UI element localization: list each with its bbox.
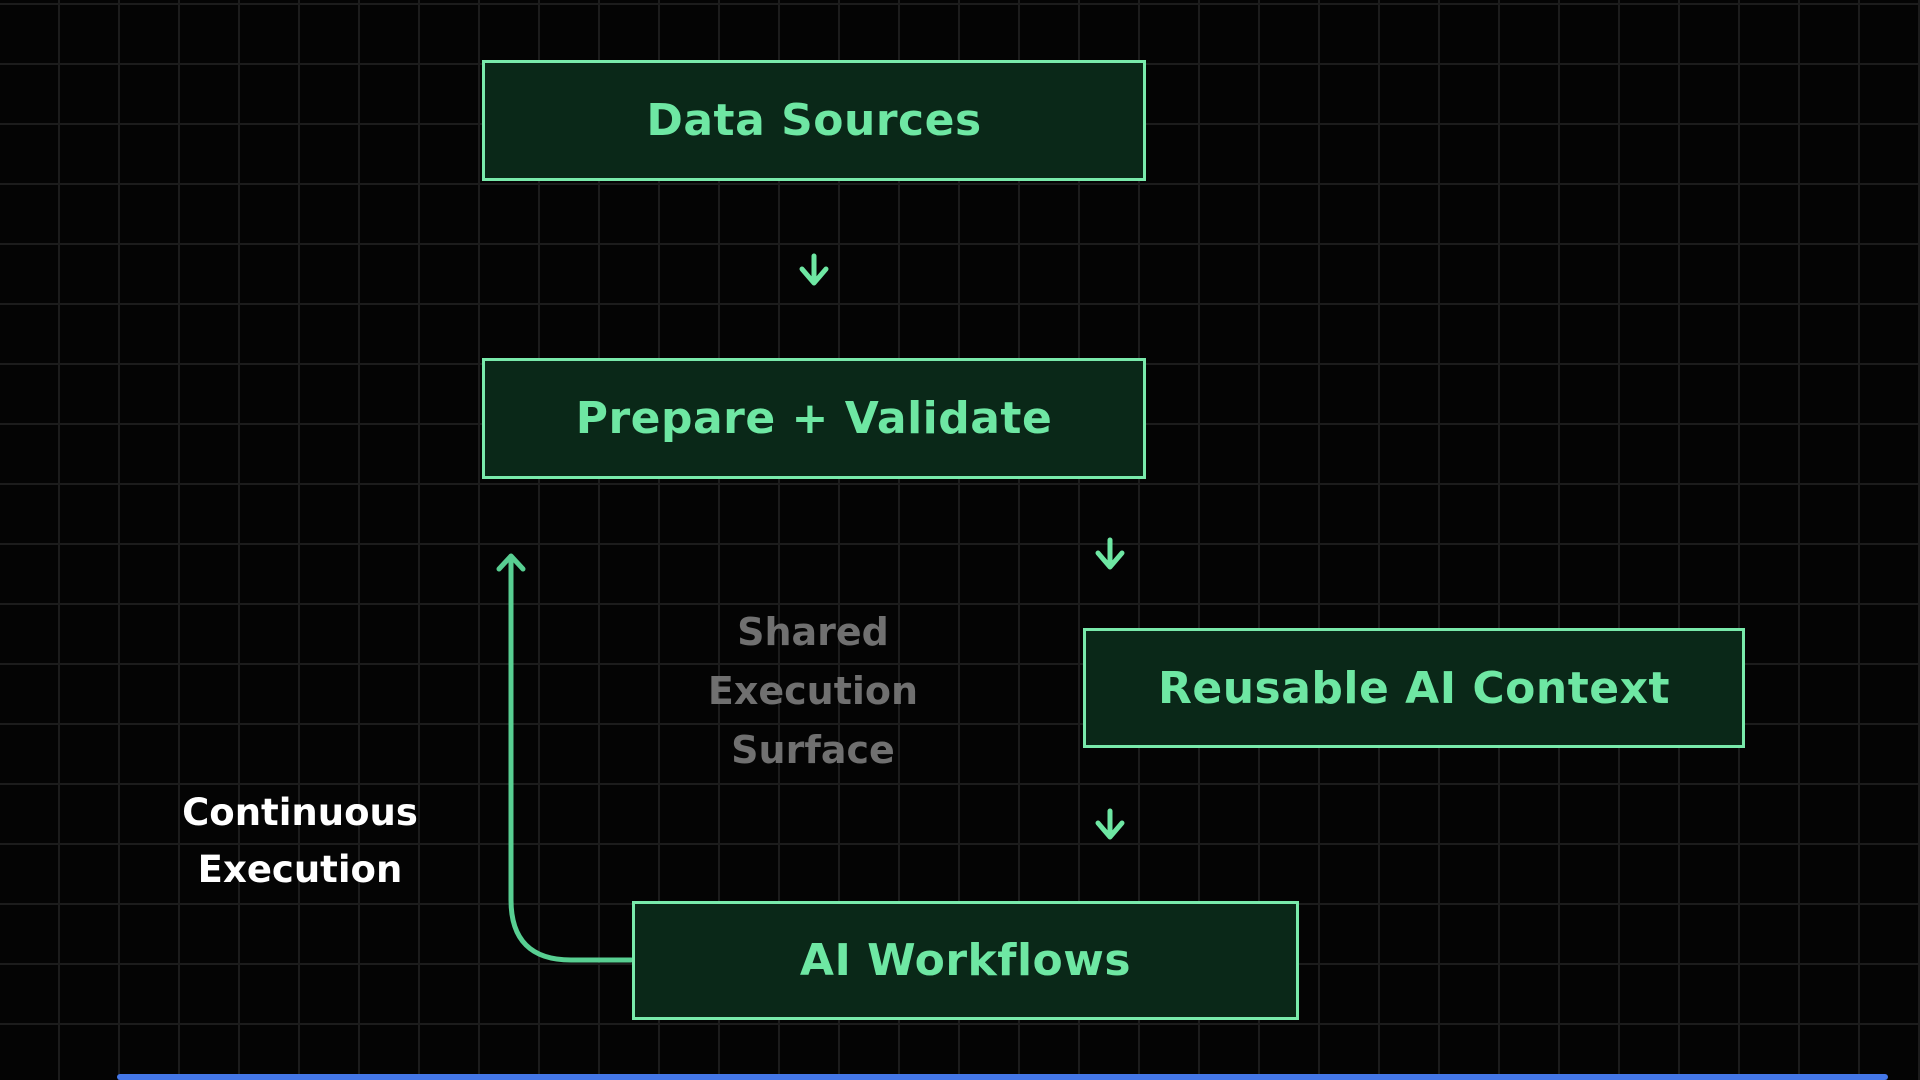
shared-surface-line2: Execution xyxy=(707,669,919,713)
shared-surface-line1: Shared xyxy=(737,610,889,654)
node-prepare-validate[interactable]: Prepare + Validate xyxy=(482,358,1146,479)
horizontal-scrollbar[interactable] xyxy=(117,1074,1888,1080)
continuous-line1: Continuous xyxy=(182,791,418,834)
loop-arrow-up-connector[interactable] xyxy=(496,553,634,963)
shared-execution-surface-label[interactable]: Shared Execution Surface xyxy=(613,603,1013,780)
node-ai-workflows[interactable]: AI Workflows xyxy=(632,901,1299,1020)
continuous-execution-label[interactable]: Continuous Execution xyxy=(100,784,500,898)
node-data-sources[interactable]: Data Sources xyxy=(482,60,1146,181)
arrow-down-icon[interactable] xyxy=(1095,808,1125,840)
node-label: Prepare + Validate xyxy=(575,393,1053,444)
node-label: Reusable AI Context xyxy=(1157,662,1671,714)
arrow-down-icon[interactable] xyxy=(1095,537,1125,570)
node-label: Data Sources xyxy=(646,95,982,146)
shared-surface-line3: Surface xyxy=(731,728,895,772)
node-label: AI Workflows xyxy=(799,935,1132,986)
arrow-down-icon[interactable] xyxy=(799,253,829,286)
continuous-line2: Execution xyxy=(197,848,403,891)
node-reusable-ai-context[interactable]: Reusable AI Context xyxy=(1083,628,1745,748)
